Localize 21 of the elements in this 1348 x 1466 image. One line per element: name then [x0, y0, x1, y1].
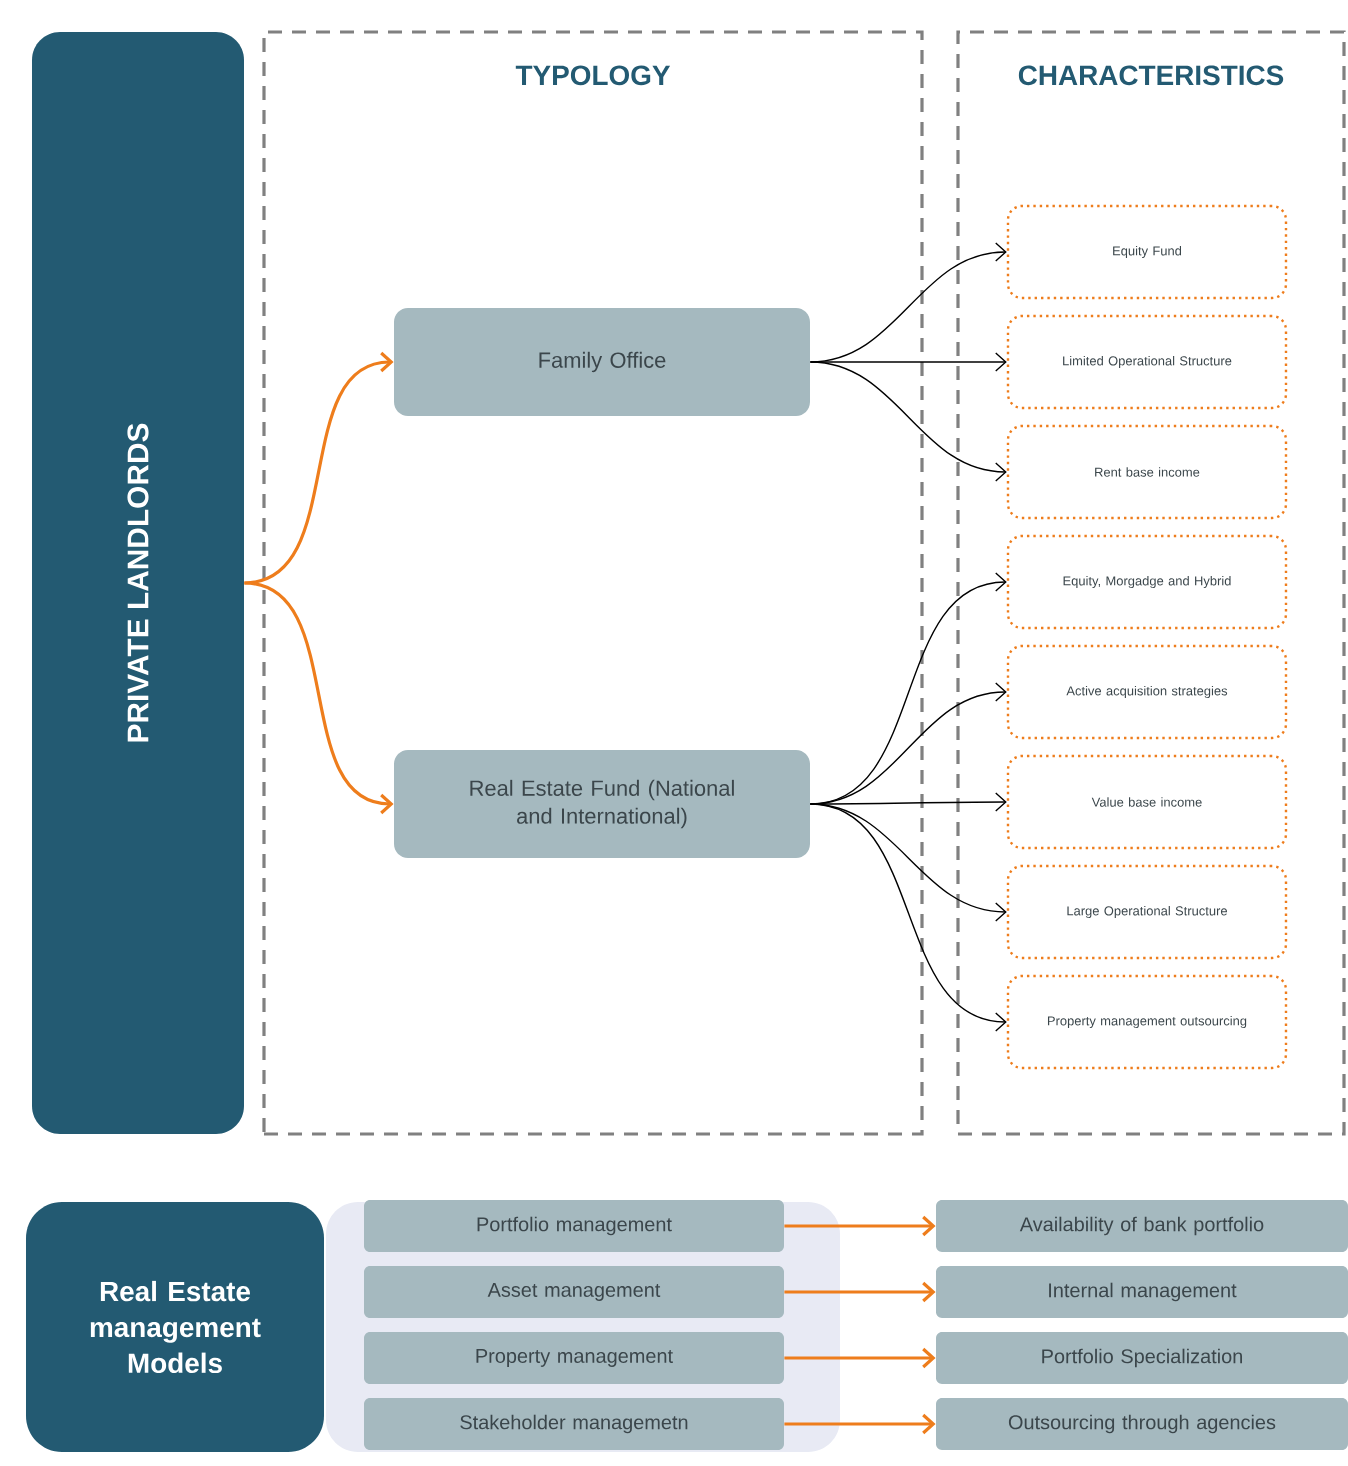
management-box: Portfolio management [364, 1200, 784, 1252]
arrow [784, 1347, 936, 1369]
arrow [244, 351, 394, 585]
model-box: Portfolio Specialization [936, 1332, 1348, 1384]
model-box: Real Estate management Models [26, 1202, 324, 1452]
arrow [809, 361, 1007, 482]
side-panel: PRIVATE LANDLORDS [32, 32, 244, 1134]
model-box: Availability of bank portfolio [936, 1200, 1348, 1252]
management-box: Stakeholder managemetn [364, 1398, 784, 1450]
model-box: Internal management [936, 1266, 1348, 1318]
arrow [809, 803, 1007, 922]
arrow [784, 1281, 936, 1303]
management-box: Property management [364, 1332, 784, 1384]
type-box: Family Office [394, 308, 810, 416]
model-box: Outsourcing through agencies [936, 1398, 1348, 1450]
management-box: Asset management [364, 1266, 784, 1318]
arrow [244, 581, 394, 815]
arrow [784, 1215, 936, 1237]
type-box: Real Estate Fund (National and International) [394, 750, 810, 858]
arrow [809, 803, 1007, 1032]
arrow [784, 1413, 936, 1435]
